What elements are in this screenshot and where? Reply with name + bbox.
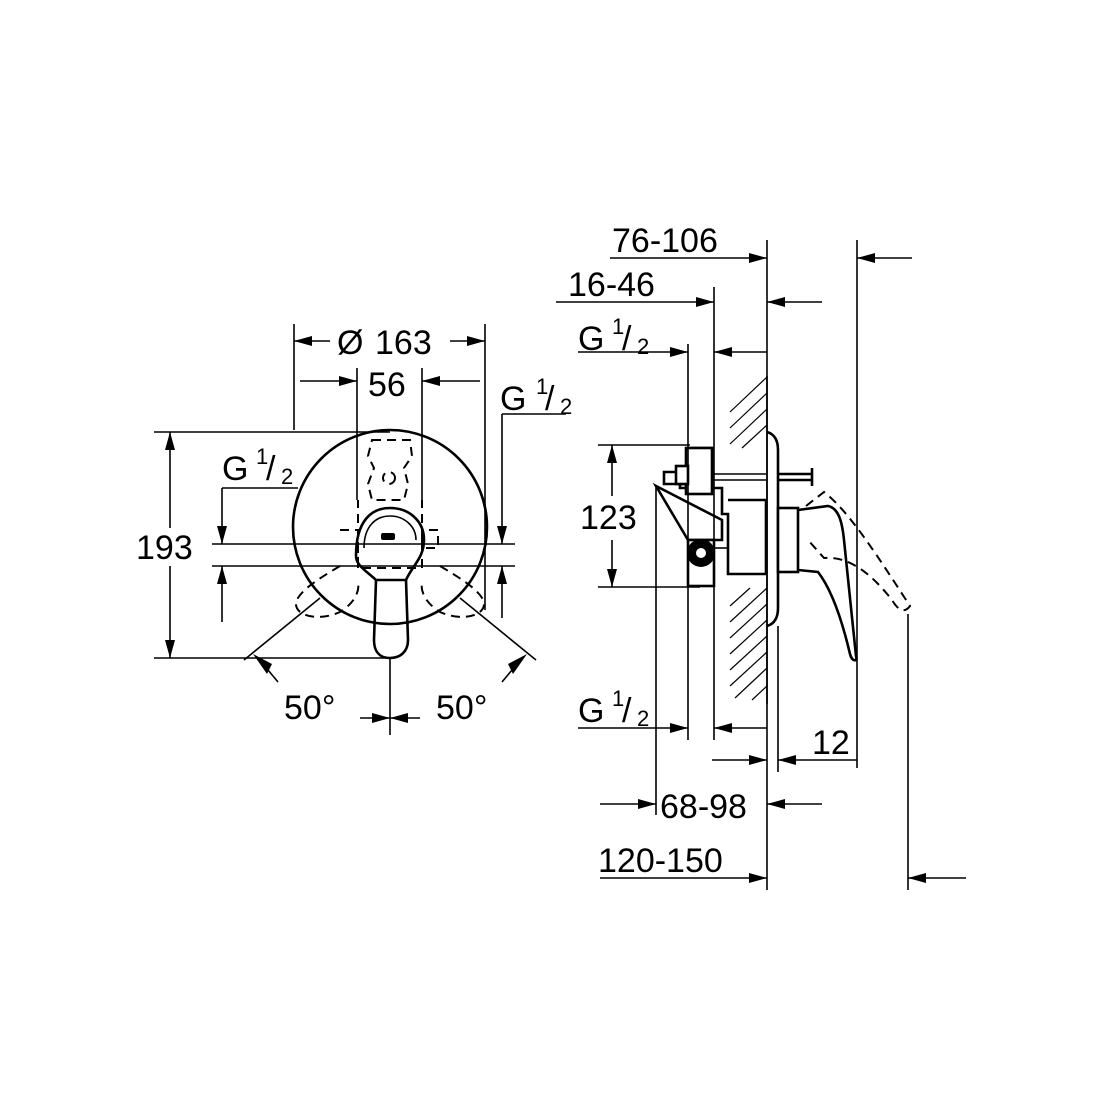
dim-arrow [497,566,507,584]
thread-bottom-numerator: 1 [612,686,624,711]
front-view: Ø 163 56 193 G 1 / 2 G 1 / 2 [136,324,572,735]
diameter-symbol: Ø [337,324,363,362]
dim-arrow [670,347,688,357]
thread-bottom-letter: G [578,692,604,730]
ext-line [459,597,537,661]
thread-right-slash: / [545,380,555,418]
cover-plate-profile [766,430,780,628]
dim-arrow [857,253,875,263]
dim-arrow [696,297,714,307]
dim-arrow [749,253,767,263]
handle-rosette-inner [363,515,417,549]
angle-left-label: 50° [284,689,335,727]
dim-arrow [165,640,175,658]
thread-right-letter: G [500,380,526,418]
cover-plate-outline [291,428,489,626]
concealed-body-outline [366,439,414,501]
dim-arrow [908,873,926,883]
dim-arrow [467,336,485,346]
angle-arrow [253,654,272,674]
lever-swing-right [420,565,486,618]
dim-arrow [778,755,796,765]
side-height-label: 123 [580,499,637,537]
thread-bottom-slash: / [622,692,632,730]
angle-arrow [390,713,408,723]
height-label: 193 [136,529,193,567]
wedge-body [652,482,724,542]
depth-wall-label: 16-46 [568,266,655,304]
spindle-mark [382,471,396,485]
depth-total-top-label: 76-106 [612,222,718,260]
lever-side-swing [805,490,912,612]
thread-bottom-denominator: 2 [637,706,649,731]
dim-arrow [217,566,227,584]
dim-arrow [714,347,732,357]
dim-arrow [339,376,357,386]
thread-top-numerator: 1 [612,314,624,339]
dim-arrow [607,569,617,587]
thread-top-denominator: 2 [637,334,649,359]
angle-arrow [508,654,527,674]
dim-arrow [767,799,785,809]
dim-arrow [749,755,767,765]
dim-arrow [217,526,227,544]
thread-left-numerator: 1 [256,444,268,469]
thread-left-slash: / [266,450,276,488]
thread-right-denominator: 2 [560,394,572,419]
diameter-value: 163 [375,324,432,362]
depth-body-label: 68-98 [660,788,747,826]
dim-line [501,669,513,683]
outlet-port-inner [696,548,706,558]
dim-arrow [767,297,785,307]
dim-arrow [497,526,507,544]
lever-swing-left [294,565,360,618]
cover-width-label: 56 [368,366,406,404]
dim-arrow [165,432,175,450]
thread-left-letter: G [222,450,248,488]
diverter-cap [674,464,690,486]
thread-top-letter: G [578,320,604,358]
thread-right-numerator: 1 [536,374,548,399]
lever-side [797,504,858,662]
handle-rosette [354,506,426,582]
ext-line [243,597,321,661]
dim-line [267,669,279,683]
handle-indicator [381,533,395,540]
thread-top-slash: / [622,320,632,358]
angle-right-label: 50° [436,689,487,727]
lever-handle [372,579,410,660]
wall-hatch [729,376,768,701]
thread-left-denominator: 2 [281,464,293,489]
dim-arrow [638,799,656,809]
angle-arrow [372,713,390,723]
plate-offset-label: 12 [812,724,850,762]
dim-arrow [749,873,767,883]
dim-arrow [607,445,617,463]
dim-arrow [422,376,440,386]
dim-arrow [714,723,732,733]
handle-rosette-side [776,506,800,574]
diverter-block [684,446,714,496]
depth-total-bottom-label: 120-150 [598,842,723,880]
dim-arrow [294,336,312,346]
dim-arrow [670,723,688,733]
side-view: 76-106 16-46 G 1 / 2 123 G 1 / 2 [556,222,966,890]
